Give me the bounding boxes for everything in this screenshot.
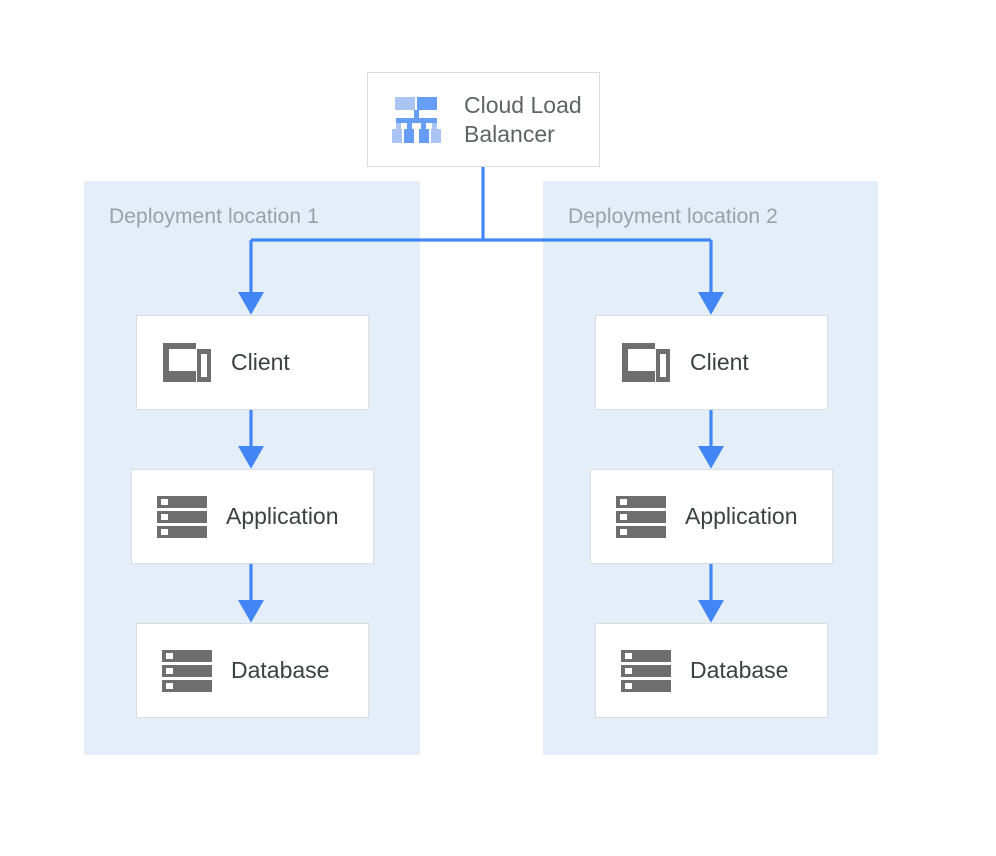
devices-icon: [618, 335, 674, 391]
node-application-2[interactable]: Application: [590, 469, 833, 564]
node-database-1[interactable]: Database: [136, 623, 369, 718]
server-stack-icon: [613, 489, 669, 545]
server-stack-icon: [159, 643, 215, 699]
devices-icon: [159, 335, 215, 391]
deployment-zone-2-label: Deployment location 2: [568, 205, 778, 228]
server-stack-icon: [618, 643, 674, 699]
node-database-1-label: Database: [231, 657, 330, 683]
node-client-1-label: Client: [231, 349, 290, 375]
node-database-2[interactable]: Database: [595, 623, 828, 718]
node-client-2[interactable]: Client: [595, 315, 828, 410]
server-stack-icon: [154, 489, 210, 545]
node-database-2-label: Database: [690, 657, 789, 683]
node-client-2-label: Client: [690, 349, 749, 375]
node-cloud-load-balancer[interactable]: Cloud Load Balancer: [367, 72, 600, 167]
node-application-1[interactable]: Application: [131, 469, 374, 564]
cloud-load-balancer-icon: [388, 91, 446, 149]
node-application-2-label: Application: [685, 503, 798, 529]
node-client-1[interactable]: Client: [136, 315, 369, 410]
node-cloud-load-balancer-label: Cloud Load Balancer: [464, 91, 582, 147]
node-application-1-label: Application: [226, 503, 339, 529]
deployment-zone-1-label: Deployment location 1: [109, 205, 319, 228]
